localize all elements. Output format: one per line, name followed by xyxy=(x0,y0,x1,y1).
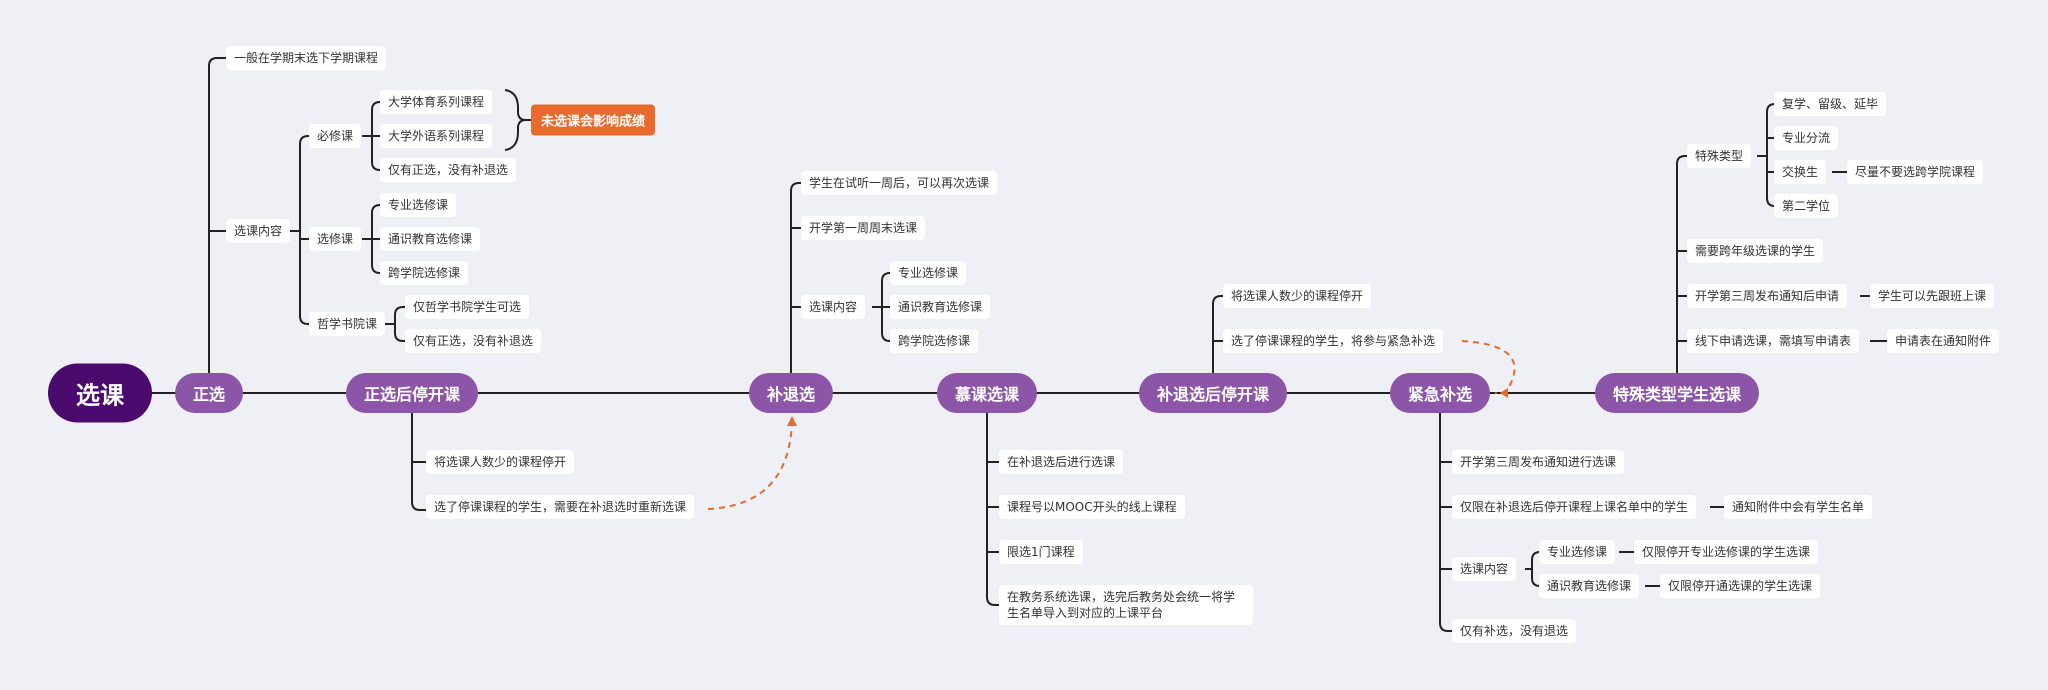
brace-bixiu xyxy=(504,89,531,151)
arrowhead-join xyxy=(1500,388,1508,398)
leaf-jj-general[interactable]: 通识教育选修课 xyxy=(1539,574,1640,598)
leaf-ts-second-degree[interactable]: 第二学位 xyxy=(1774,194,1839,218)
leaf-jj-only-add[interactable]: 仅有补选，没有退选 xyxy=(1452,619,1577,643)
leaf-muke-system[interactable]: 在教务系统选课，选完后教务处会统一将学生名单导入到对应的上课平台 xyxy=(999,585,1253,625)
leaf-zx-bixiu[interactable]: 必修课 xyxy=(309,124,362,148)
stage-tingkai[interactable]: 正选后停开课 xyxy=(345,373,479,413)
connector-zhengxuan-timing xyxy=(208,57,230,393)
connector-btx-major xyxy=(881,272,893,307)
connector-zx-students xyxy=(394,306,408,324)
leaf-zx-xuanxiu[interactable]: 选修课 xyxy=(309,227,362,251)
leaf-muke-mooc[interactable]: 课程号以MOOC开头的线上课程 xyxy=(999,495,1185,519)
warning-badge[interactable]: 未选课会影响成绩 xyxy=(531,104,656,136)
leaf-tk-stop[interactable]: 将选课人数少的课程停开 xyxy=(426,450,575,474)
leaf-btx-trial[interactable]: 学生在试听一周后，可以再次选课 xyxy=(801,171,998,195)
connector-teshu xyxy=(1676,155,1690,393)
leaf-ts-offline[interactable]: 线下申请选课，需填写申请表 xyxy=(1687,329,1860,353)
leaf-ts-form[interactable]: 申请表在通知附件 xyxy=(1887,329,2000,353)
leaf-ts-split[interactable]: 专业分流 xyxy=(1774,126,1839,150)
leaf-btk-join[interactable]: 选了停课课程的学生，将参与紧急补选 xyxy=(1223,329,1444,353)
connector-btk xyxy=(1212,295,1226,393)
leaf-tk-reselect[interactable]: 选了停课课程的学生，需要在补退选时重新选课 xyxy=(426,495,695,519)
leaf-zx-xx-major[interactable]: 专业选修课 xyxy=(380,193,457,217)
leaf-jj-listed[interactable]: 仅限在补退选后停开课程上课名单中的学生 xyxy=(1452,495,1697,519)
leaf-zx-zhexue-only[interactable]: 仅有正选，没有补退选 xyxy=(405,329,542,353)
connector-bixiu xyxy=(299,135,315,231)
leaf-jj-major-note[interactable]: 仅限停开专业选修课的学生选课 xyxy=(1634,540,1819,564)
leaf-btx-cross[interactable]: 跨学院选修课 xyxy=(890,329,979,353)
dashed-link-join xyxy=(1461,340,1516,395)
connector-btx-trial xyxy=(790,182,804,393)
leaf-jj-major[interactable]: 专业选修课 xyxy=(1539,540,1616,564)
leaf-ts-resume[interactable]: 复学、留级、延毕 xyxy=(1774,92,1887,116)
stage-muke[interactable]: 慕课选课 xyxy=(936,373,1038,413)
leaf-btx-week1[interactable]: 开学第一周周末选课 xyxy=(801,216,926,240)
leaf-ts-types[interactable]: 特殊类型 xyxy=(1687,144,1752,168)
leaf-btx-major[interactable]: 专业选修课 xyxy=(890,261,967,285)
connector-jinji xyxy=(1439,393,1455,632)
leaf-zx-xx-cross[interactable]: 跨学院选修课 xyxy=(380,261,469,285)
leaf-ts-cross-grade[interactable]: 需要跨年级选课的学生 xyxy=(1687,239,1824,263)
connector-zhexue xyxy=(299,231,315,325)
leaf-zx-zhexue[interactable]: 哲学书院课 xyxy=(309,312,386,336)
connector-bixiu-only xyxy=(371,136,383,171)
dashed-link-reselect xyxy=(707,419,793,510)
leaf-btk-stop[interactable]: 将选课人数少的课程停开 xyxy=(1223,284,1372,308)
stage-zhengxuan[interactable]: 正选 xyxy=(174,373,244,413)
leaf-zx-pe[interactable]: 大学体育系列课程 xyxy=(380,90,493,114)
leaf-zx-zhexue-students[interactable]: 仅哲学书院学生可选 xyxy=(405,295,530,319)
leaf-zx-content[interactable]: 选课内容 xyxy=(226,219,291,243)
leaf-jj-general-note[interactable]: 仅限停开通选课的学生选课 xyxy=(1660,574,1821,598)
stage-jinji[interactable]: 紧急补选 xyxy=(1389,373,1491,413)
leaf-muke-limit[interactable]: 限选1门课程 xyxy=(999,540,1083,564)
connector-pe xyxy=(371,101,383,136)
leaf-zx-foreign[interactable]: 大学外语系列课程 xyxy=(380,124,493,148)
leaf-btx-general[interactable]: 通识教育选修课 xyxy=(890,295,991,319)
stage-buituixuan[interactable]: 补退选 xyxy=(748,373,834,413)
root-node[interactable]: 选课 xyxy=(48,363,152,423)
leaf-ts-exchange-note[interactable]: 尽量不要选跨学院课程 xyxy=(1847,160,1984,184)
leaf-jj-week3[interactable]: 开学第三周发布通知进行选课 xyxy=(1452,450,1625,474)
connector-muke xyxy=(986,393,1002,606)
connector-btx-cross xyxy=(881,307,893,342)
arrowhead-reselect xyxy=(787,416,797,426)
leaf-zx-timing[interactable]: 一般在学期末选下学期课程 xyxy=(226,46,387,70)
leaf-jj-content[interactable]: 选课内容 xyxy=(1452,557,1517,581)
connector-tingkai xyxy=(411,393,429,511)
leaf-ts-exchange[interactable]: 交换生 xyxy=(1774,160,1827,184)
leaf-zx-xx-general[interactable]: 通识教育选修课 xyxy=(380,227,481,251)
leaf-btx-content[interactable]: 选课内容 xyxy=(801,295,866,319)
leaf-jj-notice[interactable]: 通知附件中会有学生名单 xyxy=(1724,495,1873,519)
connector-xx-cross xyxy=(371,239,383,274)
leaf-muke-after[interactable]: 在补退选后进行选课 xyxy=(999,450,1124,474)
stage-buituitingkai[interactable]: 补退选后停开课 xyxy=(1138,373,1288,413)
leaf-ts-follow-class[interactable]: 学生可以先跟班上课 xyxy=(1870,284,1995,308)
stage-teshu[interactable]: 特殊类型学生选课 xyxy=(1594,373,1760,413)
leaf-zx-bixiu-only[interactable]: 仅有正选，没有补退选 xyxy=(380,158,517,182)
connector-xx-major xyxy=(371,204,383,239)
leaf-ts-week3[interactable]: 开学第三周发布通知后申请 xyxy=(1687,284,1848,308)
connector-zx-only xyxy=(394,324,408,342)
